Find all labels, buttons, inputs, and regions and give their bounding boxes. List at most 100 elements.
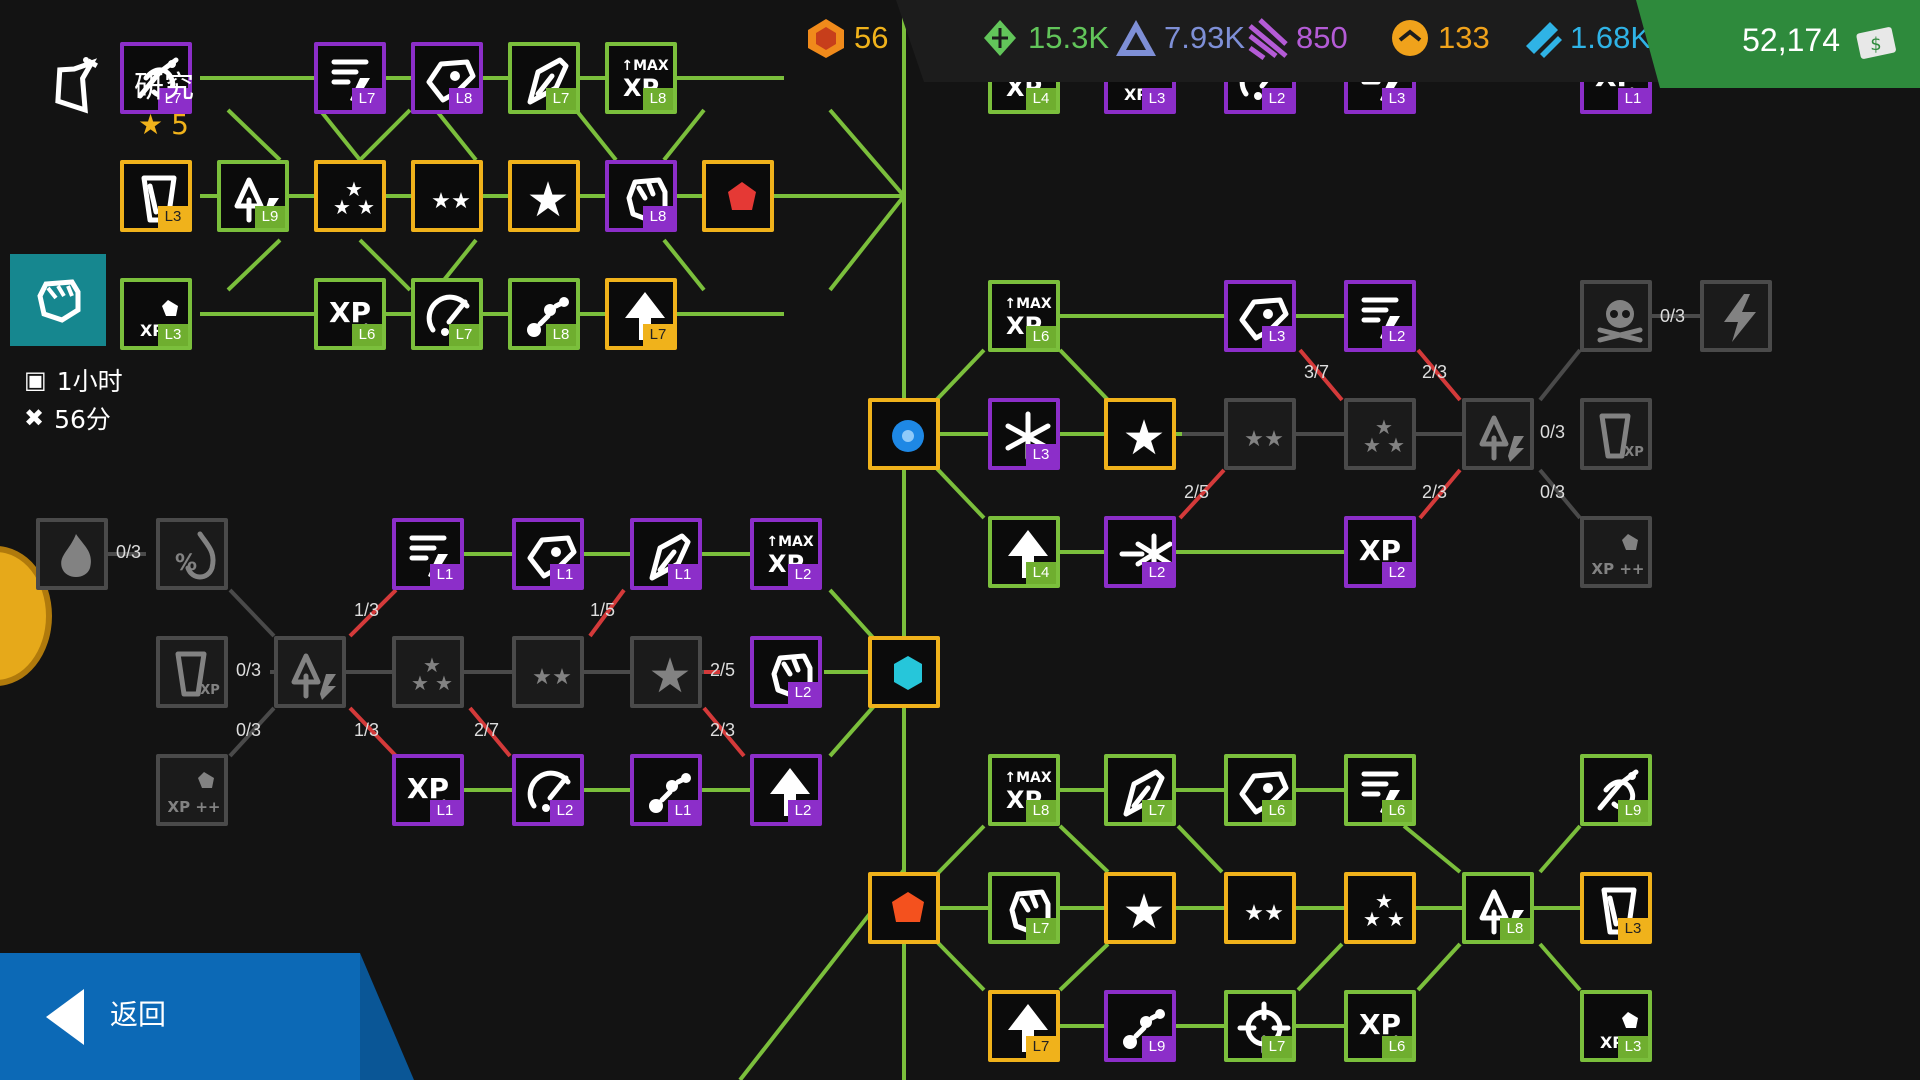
eye-icon: [426, 59, 476, 103]
research-points[interactable]: 56: [804, 16, 888, 60]
research-node-a15[interactable]: L7: [411, 278, 483, 350]
research-node-c13[interactable]: [868, 636, 940, 708]
teal-gem-icon: [894, 656, 922, 690]
research-node-b16[interactable]: XP ++: [1580, 516, 1652, 588]
research-node-d15[interactable]: L7: [1224, 990, 1296, 1062]
research-node-d13[interactable]: L7: [988, 990, 1060, 1062]
research-node-a7[interactable]: L9: [217, 160, 289, 232]
arrow-up-icon: [1008, 530, 1048, 578]
research-node-c2[interactable]: %: [156, 518, 228, 590]
research-node-b10[interactable]: ★★★: [1344, 398, 1416, 470]
research-node-b12[interactable]: XP: [1580, 398, 1652, 470]
back-button[interactable]: 返回: [0, 953, 414, 1080]
research-node-d5[interactable]: L6: [1344, 754, 1416, 826]
research-node-d11[interactable]: L8: [1462, 872, 1534, 944]
node-level-badge: L6: [1382, 1036, 1412, 1058]
dice-icon: [1123, 1009, 1165, 1049]
research-node-c16[interactable]: L2: [512, 754, 584, 826]
research-node-b11[interactable]: [1462, 398, 1534, 470]
research-node-c9[interactable]: ★★★: [392, 636, 464, 708]
research-node-a10[interactable]: ★: [508, 160, 580, 232]
research-node-a4[interactable]: L7: [508, 42, 580, 114]
resource-triangle[interactable]: 7.93K: [1114, 16, 1245, 60]
fist-icon: [37, 279, 81, 323]
resource-hand[interactable]: 133: [1388, 16, 1490, 60]
research-node-c1[interactable]: [36, 518, 108, 590]
research-node-d1[interactable]: [868, 872, 940, 944]
glass-xp-icon: XP: [1599, 413, 1644, 460]
research-node-c8[interactable]: [274, 636, 346, 708]
research-node-a3[interactable]: L8: [411, 42, 483, 114]
research-node-d9[interactable]: ★★: [1224, 872, 1296, 944]
research-node-d12[interactable]: L3: [1580, 872, 1652, 944]
research-node-c14[interactable]: XP ++: [156, 754, 228, 826]
node-level-badge: L2: [1382, 326, 1412, 348]
category-tab-fist[interactable]: [10, 254, 106, 346]
research-node-c11[interactable]: ★: [630, 636, 702, 708]
resource-leaf[interactable]: 15.3K: [978, 16, 1109, 60]
edge-progress-label: 0/3: [1540, 482, 1566, 502]
research-node-b13[interactable]: L4: [988, 516, 1060, 588]
research-node-a6[interactable]: L3: [120, 160, 192, 232]
research-node-b7[interactable]: L3: [988, 398, 1060, 470]
research-node-c10[interactable]: ★★: [512, 636, 584, 708]
resource-crystal[interactable]: 1.68K: [1520, 16, 1651, 60]
research-node-a8[interactable]: ★★★: [314, 160, 386, 232]
research-node-b6[interactable]: [1700, 280, 1772, 352]
research-node-a17[interactable]: L7: [605, 278, 677, 350]
research-node-a12[interactable]: [702, 160, 774, 232]
research-node-c18[interactable]: L2: [750, 754, 822, 826]
research-node-d10[interactable]: ★★★: [1344, 872, 1416, 944]
node-level-badge: L1: [668, 800, 698, 822]
research-node-d3[interactable]: L7: [1104, 754, 1176, 826]
research-node-d4[interactable]: L6: [1224, 754, 1296, 826]
research-node-b5[interactable]: [1580, 280, 1652, 352]
time2-text: 56分: [54, 405, 111, 434]
resource-stripes[interactable]: 850: [1246, 16, 1348, 60]
svg-text:XP: XP: [200, 683, 220, 698]
one-star-icon: ★: [1122, 410, 1165, 464]
research-node-c5[interactable]: L1: [630, 518, 702, 590]
research-node-c17[interactable]: L1: [630, 754, 702, 826]
research-node-c7[interactable]: XP: [156, 636, 228, 708]
research-node-d14[interactable]: L9: [1104, 990, 1176, 1062]
research-node-c4[interactable]: L1: [512, 518, 584, 590]
node-level-badge: L8: [449, 88, 479, 110]
fist-icon: [626, 177, 668, 223]
research-node-d6[interactable]: L9: [1580, 754, 1652, 826]
node-level-badge: L1: [1618, 88, 1648, 110]
research-node-a2[interactable]: L7: [314, 42, 386, 114]
research-node-b14[interactable]: L2: [1104, 516, 1176, 588]
research-node-c3[interactable]: L1: [392, 518, 464, 590]
research-node-c12[interactable]: L2: [750, 636, 822, 708]
research-node-b3[interactable]: L3: [1224, 280, 1296, 352]
research-node-b9[interactable]: ★★: [1224, 398, 1296, 470]
research-node-a1[interactable]: L7: [120, 42, 192, 114]
research-node-d8[interactable]: ★: [1104, 872, 1176, 944]
edge-progress-label: 1/5: [590, 600, 616, 620]
research-node-a16[interactable]: L8: [508, 278, 580, 350]
research-node-a9[interactable]: ★★: [411, 160, 483, 232]
page-title: 研究: [134, 70, 194, 105]
research-node-b1[interactable]: [868, 398, 940, 470]
crystal-resource-icon: [1526, 22, 1562, 58]
research-node-b4[interactable]: L2: [1344, 280, 1416, 352]
research-node-d7[interactable]: L7: [988, 872, 1060, 944]
research-node-b8[interactable]: ★: [1104, 398, 1176, 470]
research-node-a11[interactable]: L8: [605, 160, 677, 232]
cash-bar[interactable]: 52,174 $: [1636, 0, 1920, 88]
svg-text:★: ★: [1375, 415, 1393, 439]
arrow-up-icon: [770, 768, 810, 816]
node-level-badge: L8: [546, 324, 576, 346]
node-level-badge: L3: [158, 206, 188, 228]
